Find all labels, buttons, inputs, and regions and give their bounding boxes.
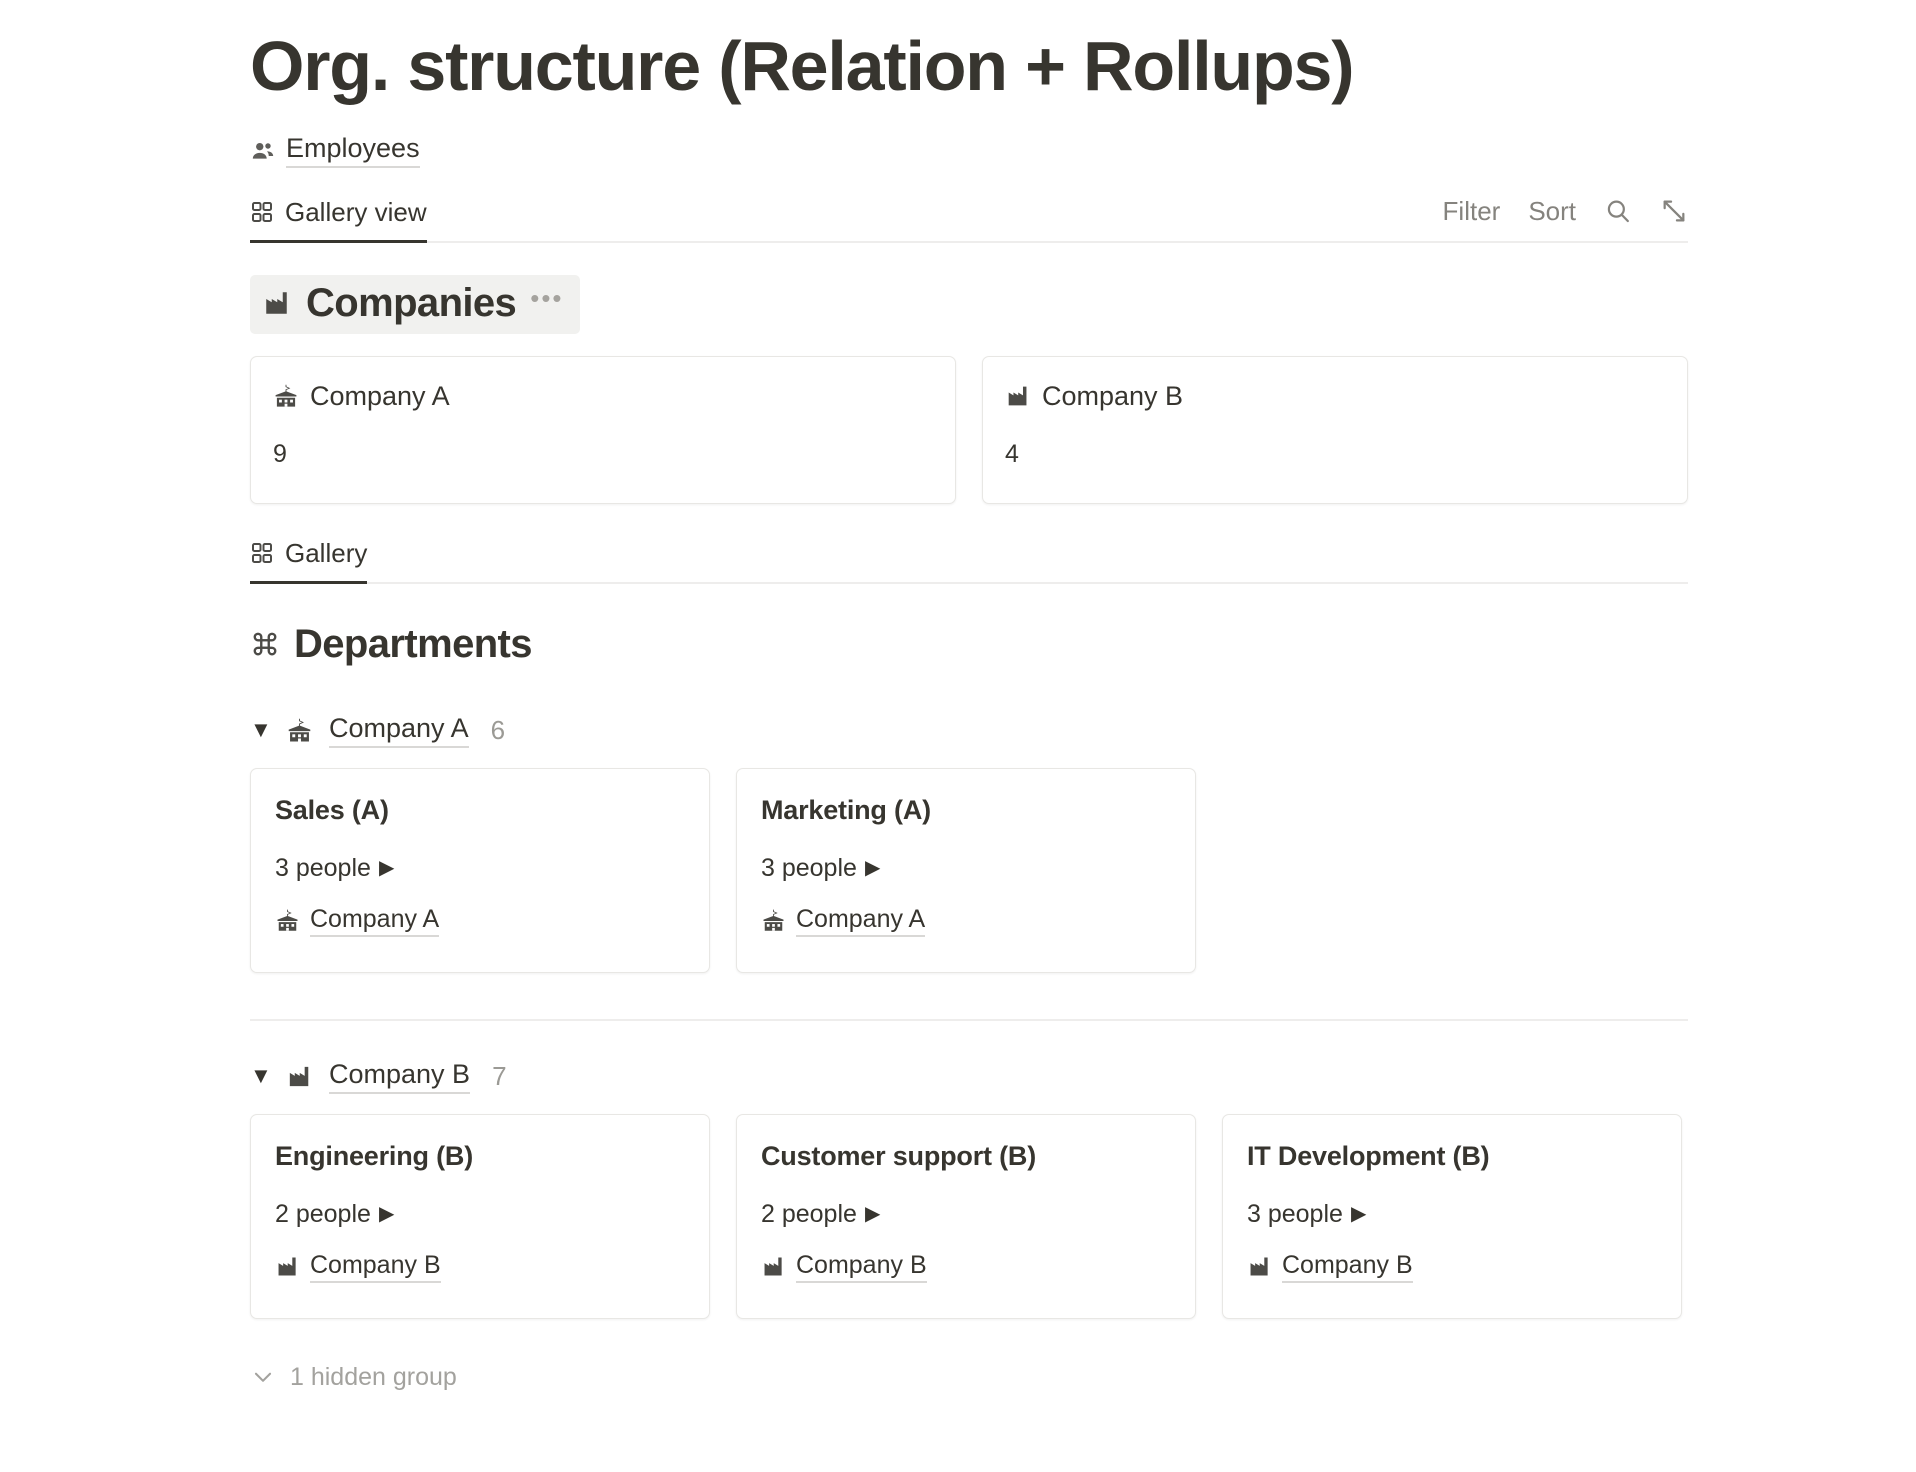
triangle-right-icon: ▶ [378,1203,395,1225]
department-relation-label: Company A [796,905,926,937]
company-card-title: Company B [1042,380,1184,411]
department-people-count: 2 people [275,1199,371,1228]
department-card-title: Engineering (B) [275,1140,473,1171]
tab-gallery-view-label: Gallery view [285,196,427,227]
group-count: 7 [492,1060,507,1091]
company-card[interactable]: Company B 4 [982,355,1688,504]
department-people-rollup[interactable]: 3 people ▶ [275,854,685,883]
hidden-groups-toggle[interactable]: 1 hidden group [250,1363,1688,1392]
tab-gallery[interactable]: Gallery [250,537,368,584]
page-content: Org. structure (Relation + Rollups) Empl… [250,0,1688,1392]
chevron-down-icon [250,1364,276,1390]
department-relation[interactable]: Company A [275,905,685,937]
department-card[interactable]: Customer support (B) 2 people ▶ Company … [736,1113,1196,1319]
factory-icon [262,288,292,318]
gallery-view-tab-list: Gallery [250,538,368,584]
factory-icon [286,1063,313,1090]
company-card-title: Company A [310,380,450,411]
group-collapse-caret[interactable]: ▼ [250,717,272,742]
department-people-rollup[interactable]: 3 people ▶ [761,854,1171,883]
department-relation[interactable]: Company B [275,1251,685,1283]
tab-gallery-view[interactable]: Gallery view [250,197,427,243]
department-relation-label: Company B [1282,1251,1413,1283]
factory-icon [1247,1254,1272,1279]
department-card-title: Marketing (A) [761,794,931,825]
department-people-count: 3 people [761,853,857,882]
factory-icon [761,1254,786,1279]
department-relation[interactable]: Company A [761,905,1171,937]
triangle-right-icon: ▶ [378,857,395,879]
departments-section-heading[interactable]: Departments [250,616,548,675]
department-card-title: Sales (A) [275,794,389,825]
companies-section-menu-button[interactable]: ••• [530,283,564,313]
hidden-groups-label: 1 hidden group [290,1362,457,1391]
factory-icon [1005,383,1031,409]
view-toolbar: Gallery view Filter Sort [250,196,1688,243]
view-actions: Filter Sort [1443,196,1688,229]
expand-diagonal-icon[interactable] [1660,197,1688,225]
company-card-value: 4 [1005,439,1019,468]
triangle-right-icon: ▶ [1350,1203,1367,1225]
department-relation-label: Company B [796,1251,927,1283]
department-card-row: Engineering (B) 2 people ▶ Company B Cus… [250,1113,1688,1319]
companies-card-row: Company A 9 Company B 4 [250,355,1688,504]
department-card-title: IT Development (B) [1247,1140,1490,1171]
departments-section-title: Departments [294,621,533,666]
department-people-count: 3 people [275,853,371,882]
department-people-rollup[interactable]: 2 people ▶ [275,1200,685,1229]
company-card-value: 9 [273,439,287,468]
department-people-count: 2 people [761,1199,857,1228]
grid-icon [250,200,274,224]
department-relation-label: Company B [310,1251,441,1283]
department-card-title: Customer support (B) [761,1140,1036,1171]
group-header-company-b[interactable]: ▼ Company B 7 [250,1059,1688,1094]
group-collapse-caret[interactable]: ▼ [250,1063,272,1088]
company-card[interactable]: Company A 9 [250,355,956,504]
search-icon[interactable] [1604,197,1632,225]
department-relation[interactable]: Company B [1247,1251,1657,1283]
view-tab-list: Gallery view [250,197,427,243]
tab-gallery-label: Gallery [285,537,368,568]
department-card[interactable]: Sales (A) 3 people ▶ [250,767,710,973]
page-title: Org. structure (Relation + Rollups) [250,27,1355,105]
school-icon [275,908,300,933]
gallery-view-toolbar: Gallery [250,538,1688,584]
department-people-rollup[interactable]: 2 people ▶ [761,1200,1171,1229]
triangle-right-icon: ▶ [864,857,881,879]
department-card[interactable]: Marketing (A) 3 people ▶ [736,767,1196,973]
group-count: 6 [490,714,506,745]
command-icon [250,629,280,659]
school-icon [273,383,299,409]
group-header-company-a[interactable]: ▼ Company A 6 [250,713,1688,748]
triangle-right-icon: ▶ [864,1203,881,1225]
school-icon [761,908,786,933]
company-card-title-row: Company A [273,381,933,412]
department-relation[interactable]: Company B [761,1251,1171,1283]
people-icon [250,138,276,164]
grid-icon [250,541,274,565]
department-card[interactable]: IT Development (B) 3 people ▶ Company B [1222,1113,1682,1319]
database-source-link[interactable]: Employees [250,133,1688,169]
group-name[interactable]: Company A [329,713,469,748]
companies-section-title: Companies [306,280,517,325]
group-name[interactable]: Company B [329,1059,471,1094]
group-divider [250,1018,1688,1021]
department-people-rollup[interactable]: 3 people ▶ [1247,1200,1657,1229]
department-card-row: Sales (A) 3 people ▶ [250,767,1688,973]
filter-button[interactable]: Filter [1442,195,1501,226]
source-label: Employees [286,133,420,169]
company-card-title-row: Company B [1005,381,1665,412]
school-icon [286,717,313,744]
department-people-count: 3 people [1247,1199,1343,1228]
companies-section-heading[interactable]: Companies ••• [250,274,580,334]
sort-button[interactable]: Sort [1528,195,1576,226]
department-relation-label: Company A [310,905,440,937]
factory-icon [275,1254,300,1279]
department-card[interactable]: Engineering (B) 2 people ▶ Company B [250,1113,710,1319]
